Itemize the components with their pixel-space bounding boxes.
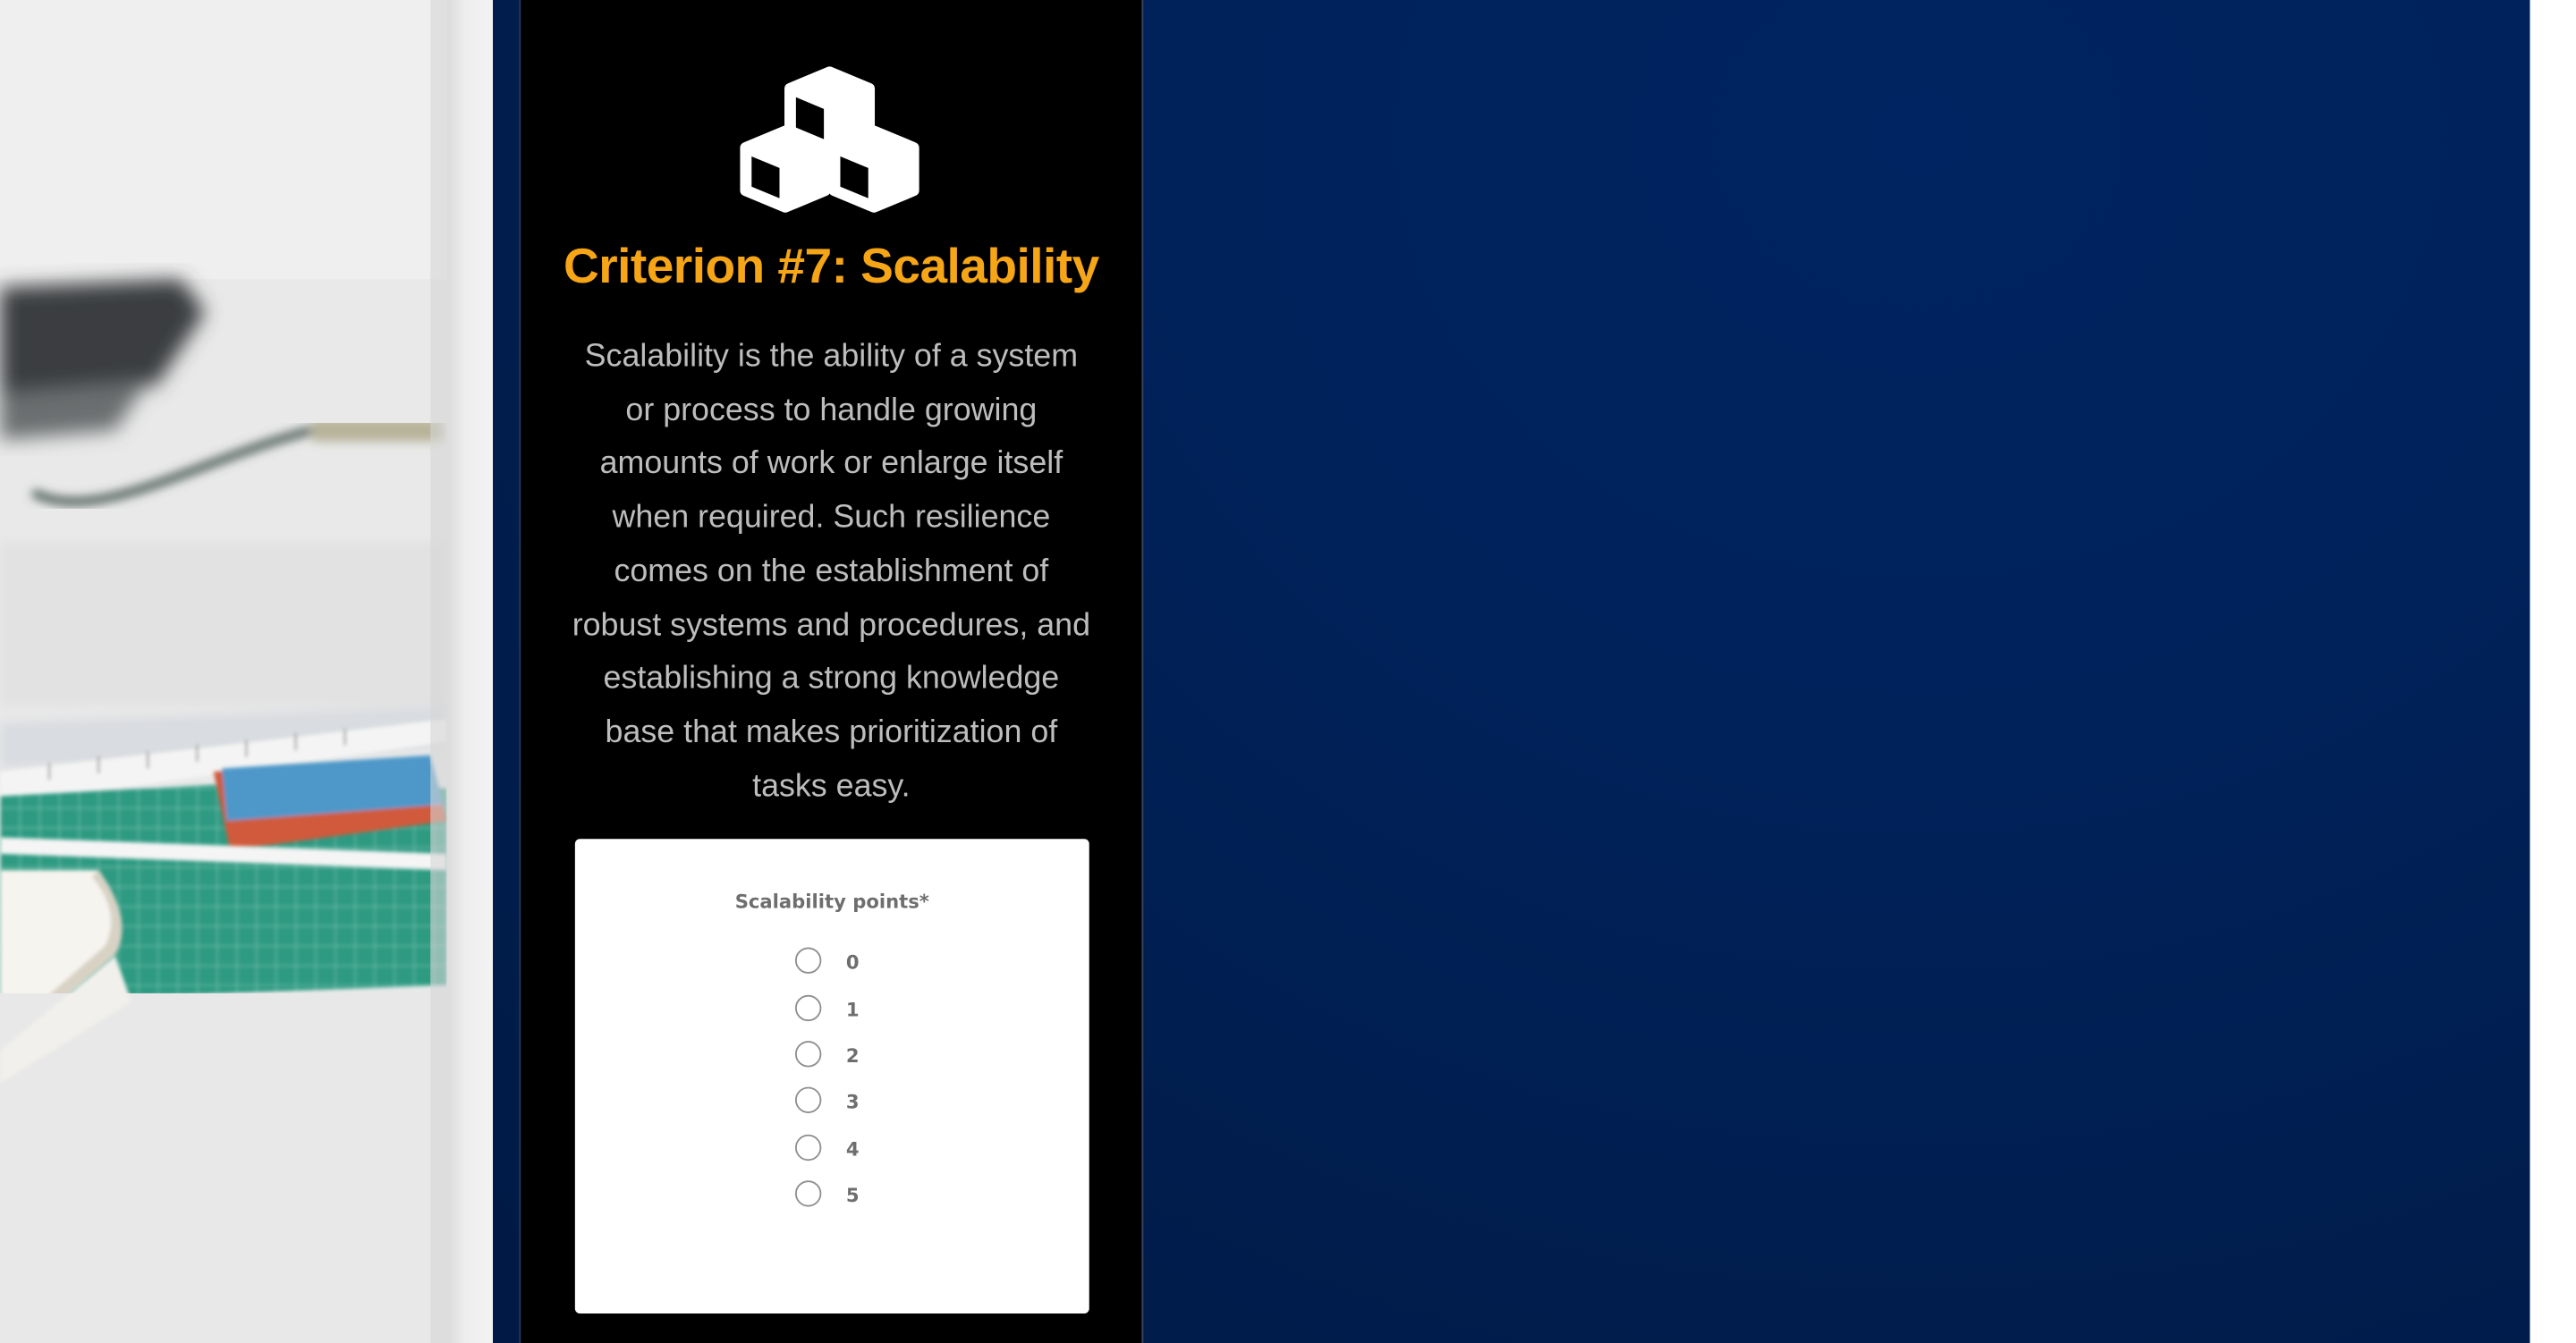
page-gutter [446, 0, 494, 1343]
points-radio-group: 0 1 2 3 4 [794, 937, 860, 1217]
radio-button[interactable] [794, 1180, 822, 1207]
option-label[interactable]: 1 [845, 997, 860, 1021]
option-label[interactable]: 4 [845, 1137, 860, 1161]
desk-photo-image [0, 0, 447, 1343]
points-option-5[interactable]: 5 [794, 1170, 860, 1217]
radio-button[interactable] [794, 1041, 822, 1068]
cubes-icon [740, 65, 920, 216]
scalability-points-label: Scalability points* [734, 890, 929, 913]
right-margin [2529, 0, 2576, 1343]
criterion-description: Scalability is the ability of a system o… [572, 338, 1091, 805]
points-option-3[interactable]: 3 [794, 1077, 860, 1124]
points-option-0[interactable]: 0 [794, 937, 860, 984]
points-option-4[interactable]: 4 [794, 1124, 860, 1170]
radio-button[interactable] [794, 993, 822, 1021]
option-label[interactable]: 5 [845, 1184, 860, 1207]
points-option-2[interactable]: 2 [794, 1031, 860, 1077]
radio-button[interactable] [794, 1134, 822, 1161]
criterion-card: Criterion #7: Scalability Scalability is… [519, 0, 1144, 1343]
points-option-1[interactable]: 1 [794, 984, 860, 1031]
option-label[interactable]: 0 [845, 950, 860, 975]
scoring-form: Scalability points* 0 1 2 3 [574, 839, 1089, 1313]
radio-button[interactable] [794, 1087, 822, 1114]
radio-button[interactable] [794, 947, 822, 975]
criterion-title: Criterion #7: Scalability [564, 240, 1099, 294]
option-label[interactable]: 2 [845, 1043, 860, 1068]
option-label[interactable]: 3 [845, 1090, 860, 1114]
background-desk-photo [0, 0, 447, 1343]
